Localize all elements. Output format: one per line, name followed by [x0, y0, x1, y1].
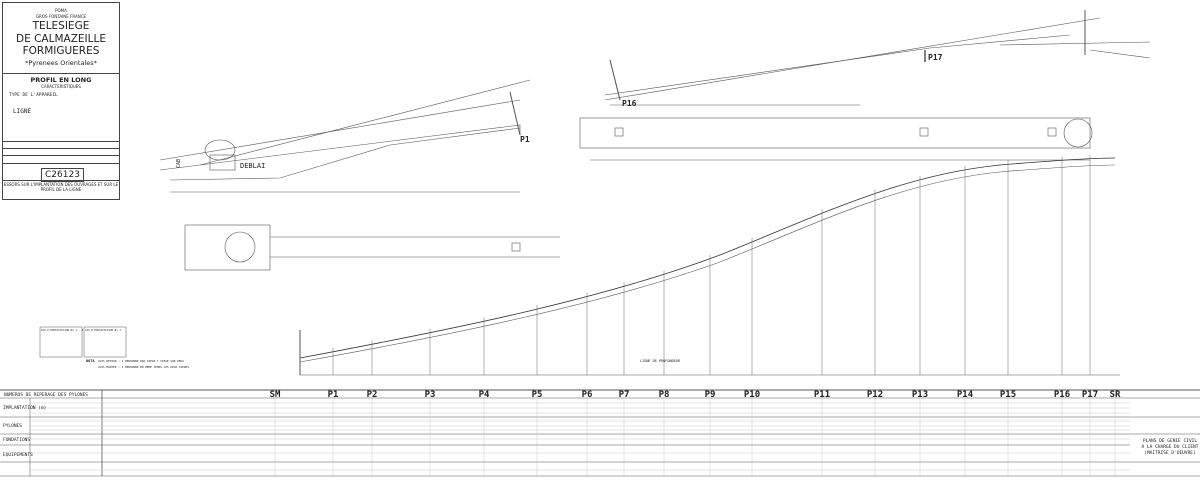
pylon-label-p1: P1 — [328, 390, 339, 400]
company-sub: GROS FONTAINE FRANCE — [35, 14, 87, 19]
section-line — [159, 124, 521, 171]
pylon-label-p3: P3 — [425, 390, 436, 400]
table-header: NUMEROS DE REPERAGE DES PYLONES — [4, 392, 88, 398]
pylon-label-p2: P2 — [367, 390, 378, 400]
region: *Pyrenees Orientales* — [25, 59, 97, 67]
case1-title: CAS D'EXPLOITATION No 1 - 2 — [41, 328, 84, 332]
pylon-label-p14: P14 — [957, 390, 974, 400]
line-label: LIGNE — [13, 108, 32, 115]
title-line-2: DE CALMAZEILLE — [16, 33, 106, 45]
pylon-label-p15: P15 — [1000, 390, 1016, 400]
p1-label: P1 — [520, 135, 530, 144]
case2-title: CAS D'EXPLOITATION No 1 — [85, 328, 121, 332]
title-line-3: FORMIGUERES — [22, 45, 100, 57]
nota-line-1: CUIS RETOUR : 1 PERSONNE PAR SIEGE 1 SIE… — [98, 359, 184, 363]
pylon-label-p8: P8 — [659, 390, 670, 400]
p17-label: P17 — [928, 53, 943, 62]
nota-label: NOTA — [86, 359, 95, 363]
data-table-grid — [0, 389, 1200, 477]
pylon-label-sm: SM — [270, 390, 281, 400]
section-fondations: FONDATIONS — [3, 437, 30, 443]
pylon-label-p11: P11 — [814, 390, 830, 400]
deblai-label: DEBLAI — [240, 162, 265, 170]
pylon-label-p12: P12 — [867, 390, 883, 400]
pylon-label-p17: P17 — [1082, 390, 1098, 400]
svg-text:CAB: CAB — [176, 159, 182, 168]
company-logo: POMA — [55, 8, 67, 13]
section-pylones: PYLONES — [3, 423, 22, 429]
title-block: POMA GROS FONTAINE FRANCE TELESIEGE DE C… — [2, 2, 120, 200]
pylon-label-p7: P7 — [619, 390, 630, 400]
pylon-label-p6: P6 — [582, 390, 593, 400]
civil-note-2: A LA CHARGE DU CLIENT — [1142, 444, 1199, 450]
section-implantation: IMPLANTATION (m) — [3, 405, 46, 411]
p16-label: P16 — [622, 99, 637, 108]
bullwheel — [204, 139, 236, 161]
civil-note-3: (MAITRISE D'OEUVRE) — [1144, 450, 1195, 456]
pylon-label-sr: SR — [1110, 390, 1121, 400]
title-line-1: TELESIEGE — [32, 20, 90, 32]
drawing-number: C26123 — [41, 168, 84, 182]
type-label: TYPE DE L'APPAREIL — [9, 93, 58, 98]
pylon-label-p13: P13 — [912, 390, 928, 400]
pylon-label-p4: P4 — [479, 390, 490, 400]
cases-title: ESSORS SUR L'IMPLANTATION DES OUVRAGES E… — [3, 182, 119, 192]
pylon-label-p16: P16 — [1054, 390, 1070, 400]
section-sub: CARACTERISTIQUES — [41, 84, 81, 89]
nota-line-2: CUIS MONTEE : 1 PERSONNE EN MEME TEMPS L… — [98, 365, 189, 369]
section-title: PROFIL EN LONG — [30, 76, 92, 84]
ground-line-label: LIGNE DE PROFONDEUR — [640, 359, 681, 363]
pylon-label-p10: P10 — [744, 390, 760, 400]
pylon-label-p5: P5 — [532, 390, 543, 400]
civil-note-1: PLANS DE GENIE CIVIL — [1143, 438, 1197, 444]
pylon-label-p9: P9 — [705, 390, 716, 400]
section-equipements: EQUIPEMENTS — [3, 452, 33, 458]
